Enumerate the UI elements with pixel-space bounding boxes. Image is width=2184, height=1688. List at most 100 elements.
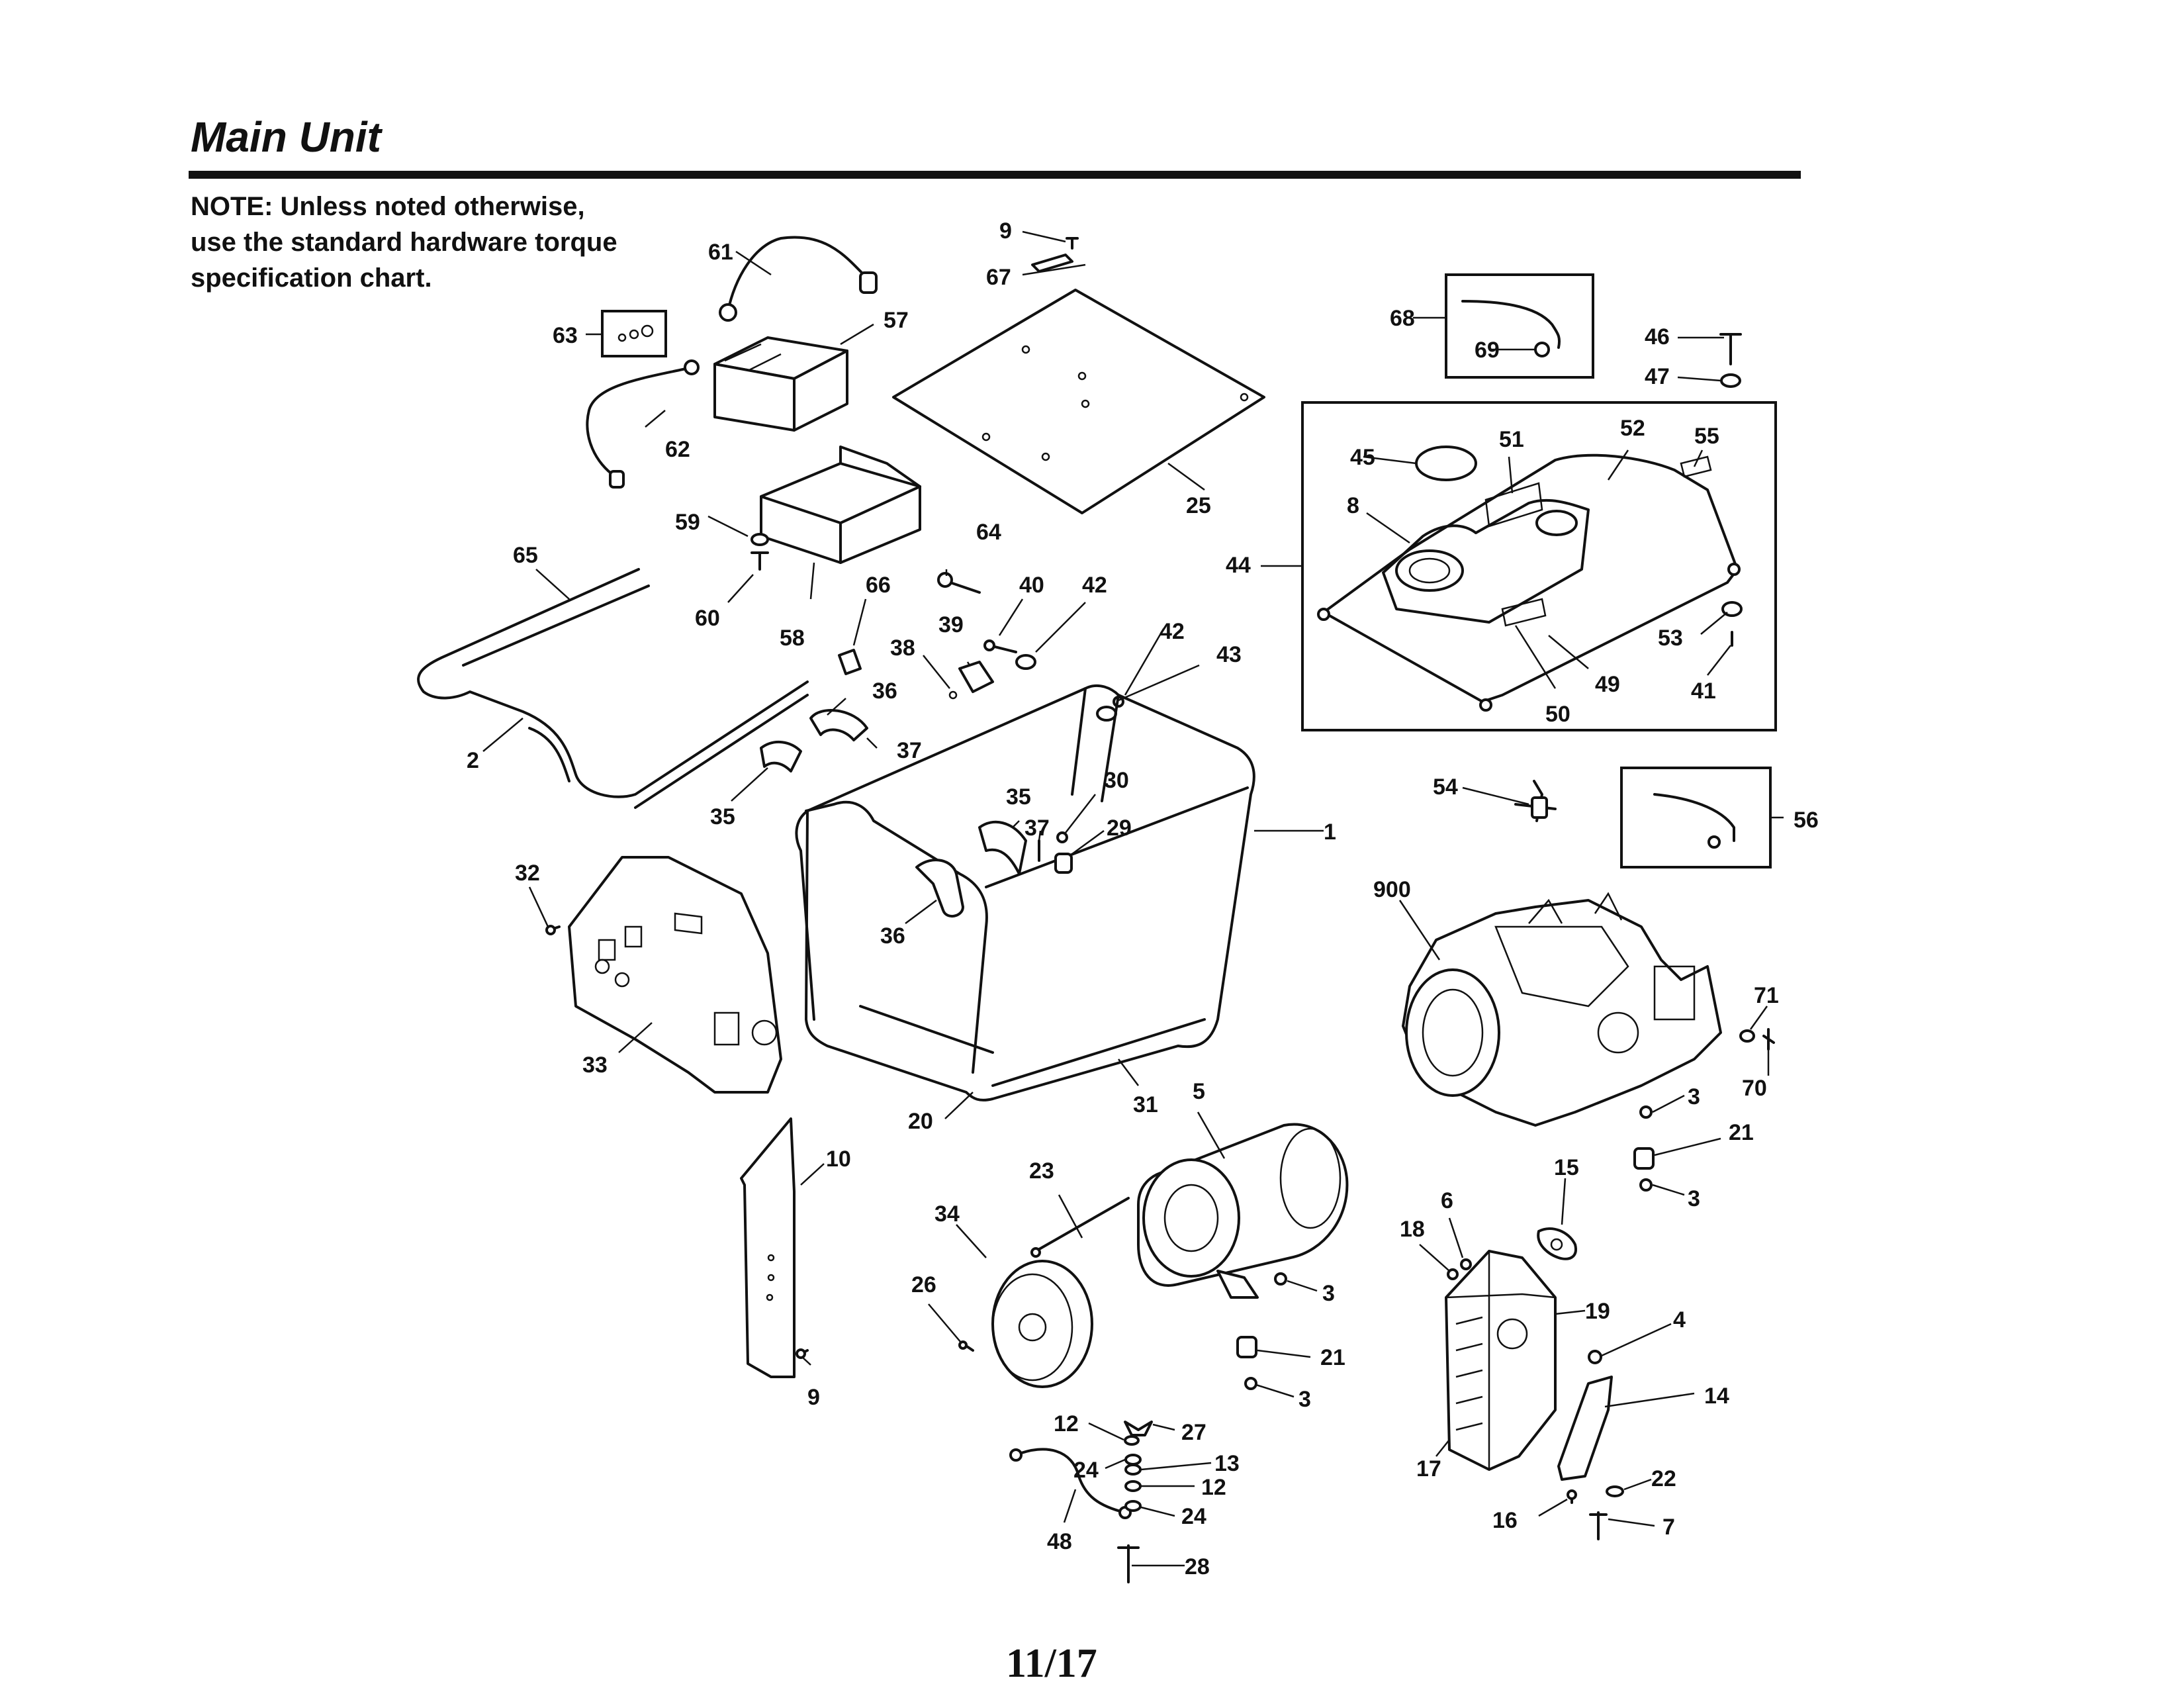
callout-64: 64 <box>976 520 1001 545</box>
heat-shield-14 <box>1557 1376 1613 1481</box>
callout-31: 31 <box>1133 1092 1158 1117</box>
callout-70: 70 <box>1742 1076 1767 1101</box>
callout-19: 19 <box>1585 1299 1610 1324</box>
callout-1: 1 <box>1324 820 1336 845</box>
callout-labels: 9 67 61 63 57 62 25 59 60 58 65 2 66 64 … <box>467 218 1819 1579</box>
torque-note: NOTE: Unless noted otherwise, use the st… <box>191 189 694 296</box>
callout-7: 7 <box>1662 1515 1675 1540</box>
callout-45: 45 <box>1350 445 1375 470</box>
fuel-tank-8 <box>1317 453 1741 712</box>
callout-68: 68 <box>1390 306 1415 331</box>
ground-cable-62 <box>586 366 693 478</box>
battery-57 <box>713 336 848 432</box>
callout-20: 20 <box>908 1109 933 1134</box>
callout-12-a: 12 <box>1054 1411 1079 1436</box>
callout-21-b: 21 <box>1729 1120 1754 1145</box>
callout-55: 55 <box>1694 424 1719 449</box>
callout-24-a: 24 <box>1073 1458 1099 1483</box>
callout-14: 14 <box>1704 1383 1729 1409</box>
callout-9-top: 9 <box>999 218 1012 244</box>
callout-3-b: 3 <box>1298 1387 1311 1412</box>
callout-69: 69 <box>1475 338 1500 363</box>
ground-wire-48 <box>1015 1448 1126 1514</box>
page-title: Main Unit <box>191 113 381 161</box>
callout-8: 8 <box>1347 493 1359 518</box>
callout-49: 49 <box>1595 672 1620 697</box>
callout-34: 34 <box>934 1201 960 1227</box>
callout-67: 67 <box>986 265 1011 290</box>
callout-900: 900 <box>1373 877 1411 902</box>
callout-58: 58 <box>780 626 805 651</box>
callout-12-b: 12 <box>1201 1475 1226 1500</box>
frame-1 <box>795 684 1255 1102</box>
leader-lines <box>482 230 1784 1567</box>
callout-4: 4 <box>1673 1307 1686 1333</box>
hardware-kit-box-63 <box>601 310 667 357</box>
callout-3-a: 3 <box>1322 1281 1335 1306</box>
control-panel-33 <box>568 856 782 1094</box>
fuel-line-box-68 <box>1445 273 1594 379</box>
callout-61: 61 <box>708 240 733 265</box>
callout-38: 38 <box>890 635 915 661</box>
callout-15: 15 <box>1554 1155 1579 1180</box>
note-line-3: specification chart. <box>191 263 432 293</box>
callout-53: 53 <box>1658 626 1683 651</box>
callout-28: 28 <box>1185 1554 1210 1579</box>
callout-3-d: 3 <box>1688 1186 1700 1211</box>
callout-2: 2 <box>467 748 479 773</box>
callout-56: 56 <box>1794 808 1819 833</box>
callout-37-b: 37 <box>1024 816 1050 841</box>
callout-63: 63 <box>553 323 578 348</box>
callout-62: 62 <box>665 437 690 462</box>
fuel-hose-box-56 <box>1620 767 1772 868</box>
callout-57: 57 <box>884 308 909 333</box>
callout-35-b: 35 <box>1006 784 1031 810</box>
callout-22: 22 <box>1651 1466 1676 1491</box>
fuel-cap-45 <box>1415 445 1477 481</box>
callout-50: 50 <box>1545 702 1570 727</box>
callout-41: 41 <box>1691 679 1716 704</box>
through-bolt-23 <box>1034 1197 1130 1252</box>
callout-26: 26 <box>911 1272 936 1297</box>
callout-47: 47 <box>1645 364 1670 389</box>
alternator-cover-34 <box>991 1260 1093 1388</box>
callout-16: 16 <box>1492 1508 1518 1533</box>
callout-37-a: 37 <box>897 738 922 763</box>
engine-900 <box>1402 892 1722 1127</box>
note-line-1: NOTE: Unless noted otherwise, <box>191 192 585 221</box>
callout-29: 29 <box>1107 816 1132 841</box>
callout-52: 52 <box>1620 416 1645 441</box>
callout-3-c: 3 <box>1688 1084 1700 1109</box>
callout-65: 65 <box>513 543 538 568</box>
callout-42-b: 42 <box>1160 619 1185 644</box>
callout-36-b: 36 <box>880 923 905 949</box>
bracket-10 <box>740 1117 796 1378</box>
callout-43: 43 <box>1216 642 1242 667</box>
battery-cable-61 <box>727 236 868 312</box>
callout-25: 25 <box>1186 493 1211 518</box>
handle-2 <box>417 568 809 809</box>
callout-60: 60 <box>695 606 720 631</box>
callout-18: 18 <box>1400 1217 1425 1242</box>
alternator-5 <box>1137 1123 1349 1299</box>
callout-46: 46 <box>1645 324 1670 350</box>
title-rule <box>189 171 1801 179</box>
callout-10: 10 <box>826 1147 851 1172</box>
callout-40: 40 <box>1019 573 1044 598</box>
callout-21-a: 21 <box>1320 1345 1345 1370</box>
callout-6: 6 <box>1441 1188 1453 1213</box>
callout-17: 17 <box>1416 1456 1441 1481</box>
callout-32: 32 <box>515 861 540 886</box>
callout-39: 39 <box>938 612 964 637</box>
note-line-2: use the standard hardware torque <box>191 228 617 257</box>
callout-24-b: 24 <box>1181 1504 1206 1529</box>
muffler-17 <box>1445 1250 1557 1471</box>
callout-33: 33 <box>582 1053 608 1078</box>
callout-30: 30 <box>1104 768 1129 793</box>
callout-44: 44 <box>1226 553 1251 578</box>
page-number: 11/17 <box>1006 1641 1097 1686</box>
callout-13: 13 <box>1214 1451 1240 1476</box>
base-plate-25 <box>892 289 1265 514</box>
callout-54: 54 <box>1433 774 1458 800</box>
